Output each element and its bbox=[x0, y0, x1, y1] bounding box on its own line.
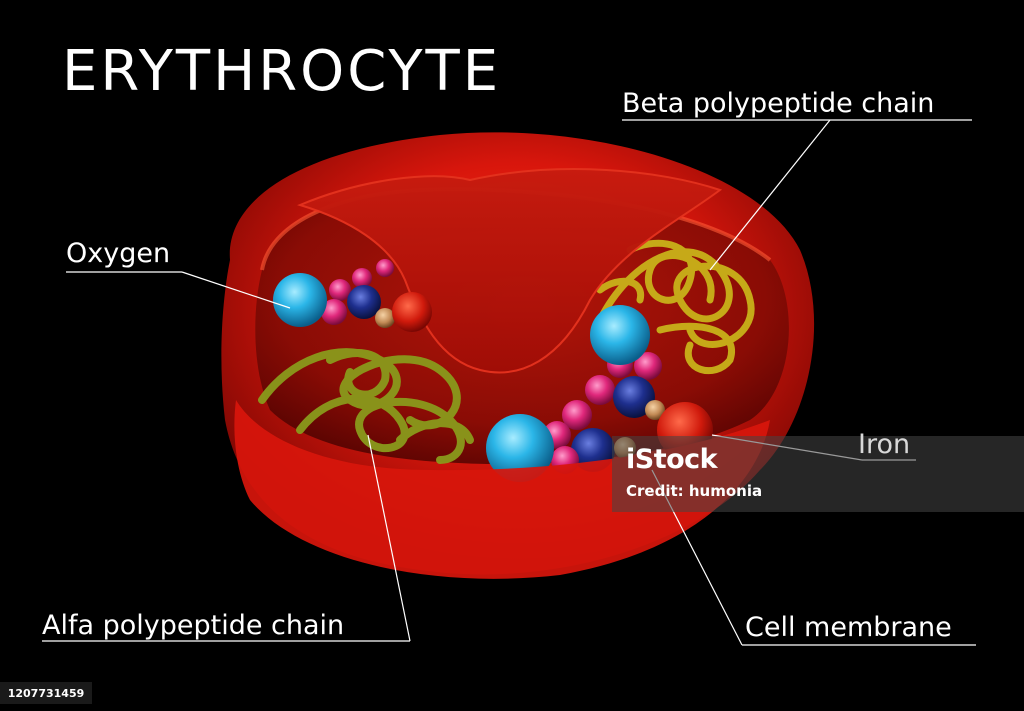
oxygen-cluster-right bbox=[585, 305, 665, 420]
label-cell-membrane: Cell membrane bbox=[745, 612, 952, 643]
label-beta-chain: Beta polypeptide chain bbox=[622, 88, 935, 119]
oxygen-molecule bbox=[273, 273, 327, 327]
watermark-band bbox=[612, 436, 1024, 512]
cell-front-lip bbox=[234, 400, 770, 579]
watermark-logo: iStock bbox=[626, 444, 718, 475]
label-alfa-chain: Alfa polypeptide chain bbox=[42, 610, 345, 641]
stock-id-badge: 1207731459 bbox=[0, 682, 92, 704]
watermark-credit: Credit: humonia bbox=[626, 482, 763, 500]
label-iron: Iron bbox=[858, 429, 911, 460]
alfa-chain bbox=[258, 348, 474, 464]
oxygen-cluster-left bbox=[273, 259, 432, 332]
cell-dimple-flap bbox=[297, 168, 723, 374]
beta-chain bbox=[596, 239, 755, 375]
label-oxygen: Oxygen bbox=[66, 238, 171, 269]
diagram-title: ERYTHROCYTE bbox=[62, 39, 502, 104]
